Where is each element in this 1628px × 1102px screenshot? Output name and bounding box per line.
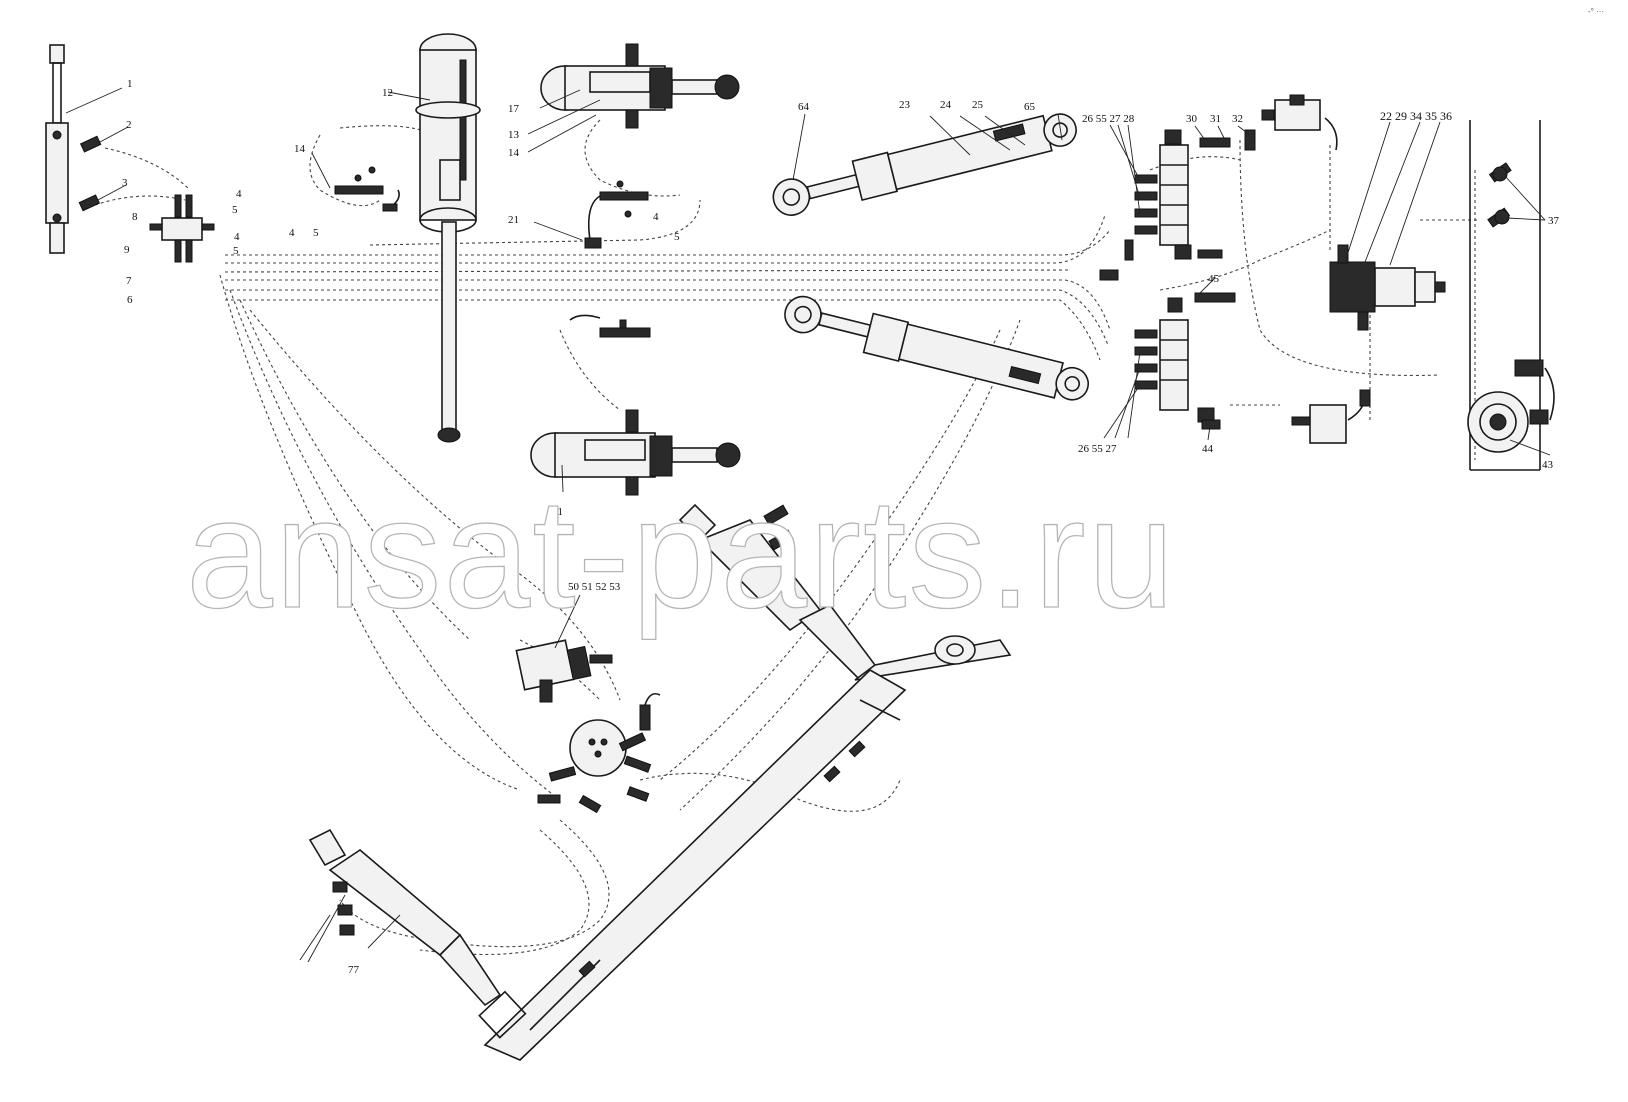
label-21: 21 bbox=[508, 214, 519, 226]
label-45: 45 bbox=[1208, 273, 1220, 285]
label-37: 37 bbox=[1548, 215, 1560, 227]
label-6: 6 bbox=[127, 294, 133, 306]
fittings-30-32 bbox=[1099, 129, 1256, 430]
label-12: 12 bbox=[382, 87, 393, 99]
part-71-lower-cylinder bbox=[530, 409, 741, 496]
hose-lines bbox=[94, 119, 1480, 956]
leader-lines bbox=[65, 87, 1551, 963]
valve-bank-upper bbox=[1134, 129, 1189, 246]
label-4d: 4 bbox=[653, 211, 659, 223]
label-14a: 14 bbox=[294, 143, 306, 155]
right-mount-plate bbox=[1467, 120, 1555, 471]
label-24: 24 bbox=[940, 99, 952, 111]
lower-valve-50-53 bbox=[515, 639, 613, 703]
label-13: 13 bbox=[508, 129, 520, 141]
fittings-21-group bbox=[584, 180, 649, 249]
label-5d: 5 bbox=[674, 231, 680, 243]
label-8: 8 bbox=[132, 211, 138, 223]
label-4c: 4 bbox=[289, 227, 295, 239]
label-4a: 4 bbox=[236, 188, 242, 200]
part-23-upper-cylinder bbox=[772, 113, 1077, 216]
label-17: 17 bbox=[508, 103, 520, 115]
label-26-55-27-28: 26 55 27 28 bbox=[1082, 113, 1135, 125]
part-17-top-cylinder bbox=[540, 43, 740, 129]
valve-bank-lower bbox=[1134, 297, 1189, 411]
watermark-text: ansat-parts.ru bbox=[186, 467, 1176, 641]
label-64: 64 bbox=[798, 101, 810, 113]
part-12-tall-cylinder bbox=[415, 33, 481, 443]
part-lower-diagonal-cylinder bbox=[784, 295, 1090, 401]
fittings-2-3 bbox=[78, 135, 102, 212]
long-diagonal-beam bbox=[478, 669, 907, 1061]
label-77: 77 bbox=[348, 964, 360, 976]
top-control-valve bbox=[1261, 94, 1338, 151]
label-1: 1 bbox=[127, 78, 133, 90]
hydraulic-pump bbox=[1329, 244, 1446, 331]
label-30: 30 bbox=[1186, 113, 1198, 125]
label-26-55-27-lower: 26 55 27 bbox=[1078, 443, 1117, 455]
label-3: 3 bbox=[122, 177, 128, 189]
label-50-51-52-53: 50 51 52 53 bbox=[568, 581, 621, 593]
label-65: 65 bbox=[1024, 101, 1036, 113]
fittings-14-group bbox=[334, 166, 400, 212]
label-71: 71 bbox=[552, 506, 563, 518]
label-22-29-34-35-36: 22 29 34 35 36 bbox=[1380, 109, 1452, 123]
label-25: 25 bbox=[972, 99, 984, 111]
label-7: 7 bbox=[126, 275, 132, 287]
label-5c: 5 bbox=[313, 227, 319, 239]
fitting-middle bbox=[569, 314, 651, 338]
label-43: 43 bbox=[1542, 459, 1554, 471]
callout-labels: 1 2 3 4 5 8 4 9 5 7 6 12 14 4 5 17 13 14… bbox=[122, 78, 1560, 976]
part-77-lower-cylinder bbox=[308, 828, 502, 1007]
label-4b: 4 bbox=[234, 231, 240, 243]
label-14b: 14 bbox=[508, 147, 520, 159]
valve-block-left bbox=[149, 194, 215, 263]
label-23: 23 bbox=[899, 99, 911, 111]
boom-cylinder-upper bbox=[678, 503, 1012, 682]
lower-small-valve bbox=[1291, 389, 1371, 444]
label-5a: 5 bbox=[232, 204, 238, 216]
rotary-distributor bbox=[537, 692, 661, 814]
label-2: 2 bbox=[126, 119, 132, 131]
label-32: 32 bbox=[1232, 113, 1243, 125]
part-1-left-cylinder bbox=[45, 44, 69, 254]
label-31: 31 bbox=[1210, 113, 1221, 125]
label-44: 44 bbox=[1202, 443, 1214, 455]
label-5b: 5 bbox=[233, 245, 239, 257]
label-9: 9 bbox=[124, 244, 130, 256]
corner-mark: -° ··· bbox=[1588, 7, 1604, 16]
